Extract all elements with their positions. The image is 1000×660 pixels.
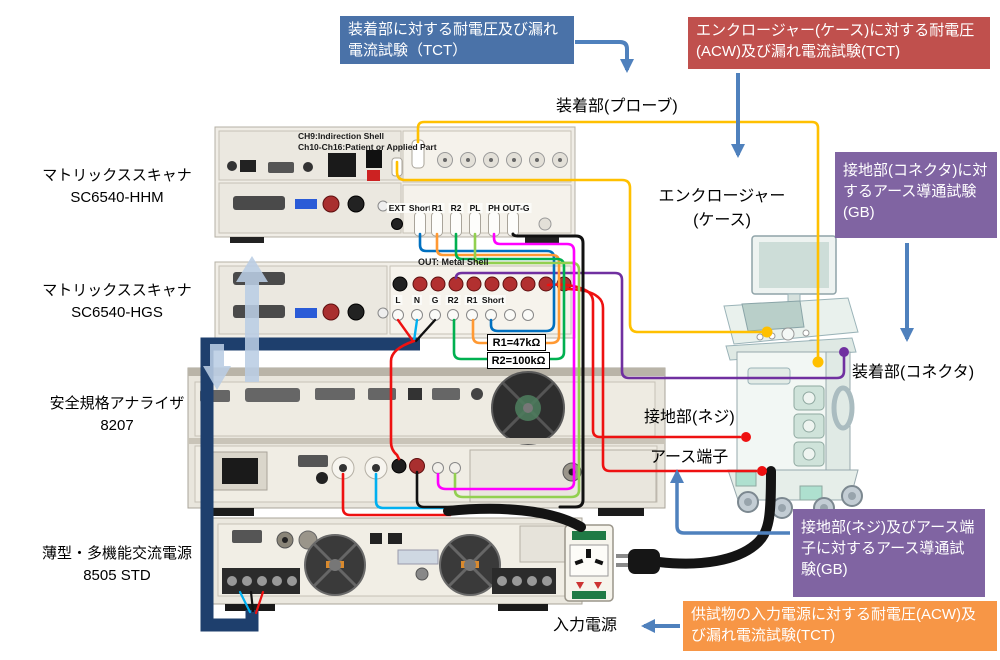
wire-ps-red	[254, 590, 265, 615]
label-earth-terminal: アース端子	[650, 449, 729, 466]
bus-arrow-down	[203, 344, 231, 390]
wire-ph-magenta	[436, 232, 576, 491]
scanner2-port-r2: R2	[445, 295, 461, 305]
wire-short-blue	[418, 232, 556, 333]
probe-connection-dot	[812, 356, 824, 368]
resistor-r2-value: R2=100kΩ	[487, 352, 550, 369]
enclosure-connection-dot	[761, 326, 773, 338]
wire-g-black	[414, 318, 437, 343]
label-connector: 装着部(コネクタ)	[852, 364, 975, 381]
dut-power-cable	[443, 503, 586, 532]
bus-arrow-up	[236, 256, 268, 382]
power-supply-model: 8505 STD	[83, 566, 151, 584]
scanner1-port-short: Short	[406, 203, 434, 213]
scanner2-port-r1: R1	[464, 295, 480, 305]
resistor-r1-value: R1=47kΩ	[487, 334, 546, 351]
wire-out-l-red	[341, 472, 452, 517]
wire-out-n-cyan	[374, 472, 454, 510]
scanner2-port-g: G	[429, 295, 441, 305]
navy-power-cable	[200, 337, 420, 632]
scanner1-port-pl: PL	[467, 203, 483, 213]
wire-r1-orange	[435, 232, 561, 345]
callout-enclosure-test: エンクロージャー(ケース)に対する耐電圧(ACW)及び漏れ電流試験(TCT)	[688, 17, 990, 69]
wire-pl-light-green	[453, 232, 581, 499]
wire-earth-terminal-red	[562, 287, 758, 473]
scanner2-port-l: L	[393, 295, 403, 305]
wire-n-cyan	[412, 318, 419, 343]
wire-out-gnd-black	[415, 470, 454, 509]
label-enclosure-line1: エンクロージャー	[658, 188, 786, 205]
arrow-screw-ground-test	[670, 469, 790, 535]
wire-ps-black	[249, 590, 255, 613]
ground-screw-dot	[741, 432, 751, 442]
label-input-power: 入力電源	[553, 617, 618, 634]
device-label-scanner1: マトリックススキャナ SC6540-HHM	[22, 165, 212, 209]
power-supply-device-drawing	[209, 517, 583, 611]
scanner1-port-ph: PH	[486, 203, 502, 213]
scanner1-port-r2: R2	[448, 203, 464, 213]
wire-node-to-chk-red	[389, 339, 416, 461]
scanner1-model: SC6540-HHM	[70, 188, 164, 206]
wire-r2-green	[452, 232, 566, 361]
wire-l-red	[396, 318, 415, 343]
callout-connector-ground-test: 接地部(コネクタ)に対するアース導通試験(GB)	[835, 152, 997, 238]
callout-screw-ground-test: 接地部(ネジ)及びアース端子に対するアース導通試験(GB)	[793, 509, 985, 597]
scanner2-name: マトリックススキャナ	[42, 282, 192, 299]
earth-terminal-dot	[757, 466, 767, 476]
power-supply-name: 薄型・多機能交流電源	[41, 545, 192, 562]
label-enclosure: エンクロージャー (ケース)	[648, 182, 796, 230]
callout-probe-test: 装着部に対する耐電圧及び漏れ電流試験（TCT）	[340, 16, 574, 64]
device-label-scanner2: マトリックススキャナ SC6540-HGS	[22, 280, 212, 324]
scanner1-device-drawing	[214, 126, 576, 243]
scanner1-note-line2: Ch10-Ch16:Patient or Applied Part	[298, 142, 437, 153]
scanner2-model: SC6540-HGS	[71, 303, 163, 321]
scanner1-note-line1: CH9:Indirection Shell	[298, 131, 384, 141]
scanner2-out-note: OUT: Metal Shell	[418, 257, 489, 267]
callout-input-power-test: 供試物の入力電源に対する耐電圧(ACW)及び漏れ電流試験(TCT)	[683, 601, 997, 651]
scanner2-port-n: N	[411, 295, 423, 305]
scanner1-port-ext: EXT	[386, 203, 408, 213]
scanner1-port-outg: OUT-G	[500, 203, 532, 213]
wire-enclosure-yellow	[395, 160, 764, 334]
wire-probe-yellow	[416, 120, 820, 360]
analyzer-model: 8207	[100, 416, 134, 434]
dut-plug-cable	[654, 466, 776, 569]
scanner1-port-r1: R1	[429, 203, 445, 213]
scanner1-channel-note: CH9:Indirection Shell Ch10-Ch16:Patient …	[298, 131, 437, 153]
wire-connector-purple	[454, 271, 846, 380]
label-enclosure-line2: (ケース)	[693, 212, 751, 229]
analyzer-name: 安全規格アナライザ	[49, 395, 185, 412]
power-outlet-adapter-drawing	[564, 524, 614, 602]
wire-outg-black	[511, 232, 585, 509]
ultrasound-cart-illustration	[723, 235, 863, 519]
wire-ground-screw-red	[546, 283, 742, 439]
arrow-probe-test	[575, 40, 634, 73]
scanner1-name: マトリックススキャナ	[42, 167, 192, 184]
device-label-power-supply: 薄型・多機能交流電源 8505 STD	[18, 543, 216, 587]
power-plug-drawing	[616, 549, 660, 574]
device-label-analyzer: 安全規格アナライザ 8207	[22, 393, 212, 437]
connector-connection-dot	[839, 347, 849, 357]
scanner2-port-short: Short	[479, 295, 507, 305]
label-ground-screw: 接地部(ネジ)	[644, 409, 735, 426]
wire-ps-cyan	[238, 590, 252, 614]
label-probe: 装着部(プローブ)	[556, 98, 678, 115]
